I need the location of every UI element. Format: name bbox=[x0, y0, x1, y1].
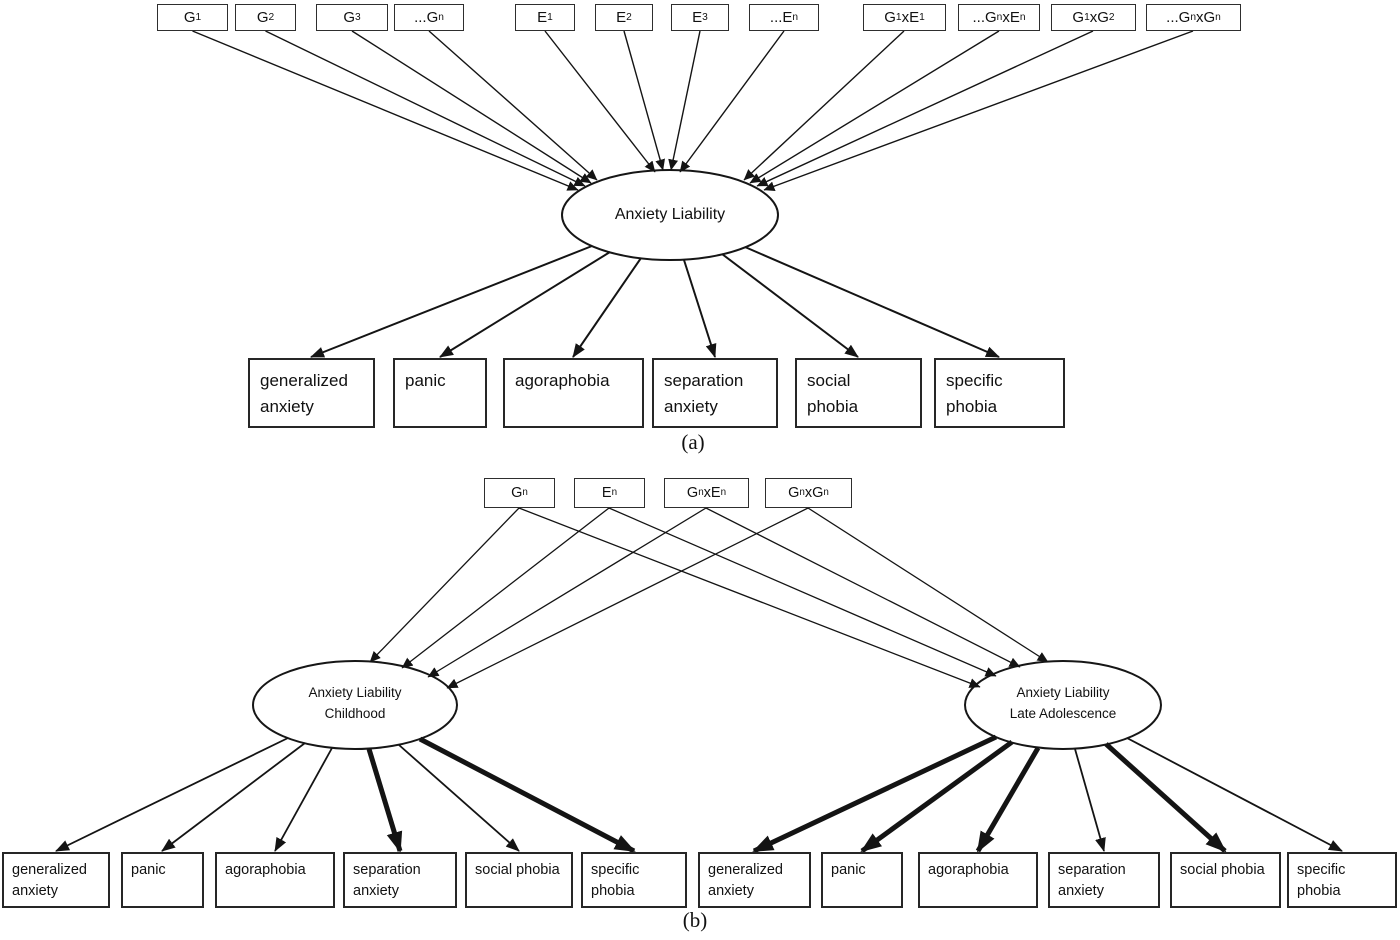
loading-a-agoraphobia bbox=[572, 257, 642, 358]
box-b-childhood-panic: panic bbox=[121, 852, 204, 908]
panel-b-childhood-loading-arrows bbox=[55, 736, 636, 854]
box-a-social-phobia: social phobia bbox=[795, 358, 922, 428]
arrow-a-g1xe1 bbox=[743, 30, 905, 181]
arrow-a-gnxen bbox=[749, 30, 1000, 184]
loading-childhood-specific-phobia bbox=[418, 736, 636, 854]
loading-late-adolescence-social-phobia bbox=[1104, 742, 1227, 853]
loading-childhood-separation-anxiety bbox=[366, 748, 403, 853]
loading-late-adolescence-generalized-anxiety bbox=[752, 734, 998, 854]
loading-childhood-social-phobia bbox=[398, 744, 520, 852]
box-b-late-specific-phobia: specific phobia bbox=[1287, 852, 1397, 908]
arrow-a-g3 bbox=[351, 30, 592, 184]
loading-a-panic bbox=[439, 251, 611, 358]
loading-late-adolescence-specific-phobia bbox=[1126, 737, 1343, 852]
arrow-a-e2 bbox=[623, 30, 665, 171]
box-b-childhood-specific-phobia: specific phobia bbox=[581, 852, 687, 908]
arrow-a-gn bbox=[428, 30, 598, 181]
arrow-a-g1 bbox=[192, 30, 579, 191]
arrow-a-en bbox=[679, 30, 785, 173]
loading-childhood-panic bbox=[161, 742, 306, 852]
arrow-b-gnxgn-childhood bbox=[446, 507, 809, 689]
arrow-b-gnxen-late-adolescence bbox=[705, 507, 1021, 668]
box-b-late-social-phobia: social phobia bbox=[1170, 852, 1281, 908]
box-a-generalized-anxiety: generalized anxiety bbox=[248, 358, 375, 428]
arrow-a-g1xg2 bbox=[756, 30, 1094, 187]
arrow-b-en-late-adolescence bbox=[608, 507, 997, 677]
arrow-b-gn-late-adolescence bbox=[518, 507, 981, 688]
loading-childhood-agoraphobia bbox=[274, 747, 333, 852]
anxiety-liability-late-adolescence-label: Anxiety Liability Late Adolescence bbox=[1009, 685, 1117, 721]
panel-a-loading-arrows bbox=[310, 245, 1000, 358]
arrow-a-gnxgn bbox=[763, 30, 1194, 192]
loading-late-adolescence-separation-anxiety bbox=[1074, 748, 1106, 852]
box-a-agoraphobia: agoraphobia bbox=[503, 358, 644, 428]
loading-a-specific-phobia bbox=[744, 246, 1000, 358]
arrow-a-e3 bbox=[668, 30, 701, 171]
box-b-late-agoraphobia: agoraphobia bbox=[918, 852, 1038, 908]
anxiety-liability-childhood-ellipse bbox=[252, 660, 458, 750]
box-b-late-generalized-anxiety: generalized anxiety bbox=[698, 852, 811, 908]
arrow-b-gnxen-childhood bbox=[427, 507, 707, 678]
loading-late-adolescence-panic bbox=[860, 739, 1014, 854]
box-b-childhood-social-phobia: social phobia bbox=[465, 852, 573, 908]
arrow-a-e1 bbox=[544, 30, 656, 173]
loading-childhood-generalized-anxiety bbox=[55, 737, 289, 852]
arrow-b-en-childhood bbox=[401, 507, 610, 669]
loading-late-adolescence-agoraphobia bbox=[975, 746, 1041, 853]
panel-b-caption: (b) bbox=[682, 908, 708, 932]
loading-a-generalized-anxiety bbox=[310, 245, 593, 358]
box-b-late-separation-anxiety: separation anxiety bbox=[1048, 852, 1160, 908]
box-a-specific-phobia: specific phobia bbox=[934, 358, 1065, 428]
box-b-childhood-separation-anxiety: separation anxiety bbox=[343, 852, 457, 908]
box-b-childhood-agoraphobia: agoraphobia bbox=[215, 852, 335, 908]
arrow-b-gn-childhood bbox=[369, 507, 520, 663]
anxiety-liability-childhood-label: Anxiety Liability Childhood bbox=[308, 685, 402, 721]
box-b-late-panic: panic bbox=[821, 852, 903, 908]
anxiety-liability-label: Anxiety Liability bbox=[614, 206, 726, 223]
box-b-childhood-generalized-anxiety: generalized anxiety bbox=[2, 852, 110, 908]
panel-a-caption: (a) bbox=[681, 430, 705, 454]
arrow-a-g2 bbox=[265, 30, 586, 187]
arrow-b-gnxgn-late-adolescence bbox=[807, 507, 1049, 663]
anxiety-liability-late-adolescence-ellipse bbox=[964, 660, 1162, 750]
loading-a-social-phobia bbox=[721, 253, 859, 358]
panel-b-late-adolescence-loading-arrows bbox=[752, 734, 1343, 854]
box-a-separation-anxiety: separation anxiety bbox=[652, 358, 778, 428]
loading-a-separation-anxiety bbox=[683, 259, 717, 358]
panel-b-predictor-arrows bbox=[369, 507, 1049, 689]
box-a-panic: panic bbox=[393, 358, 487, 428]
panel-a-predictor-arrows bbox=[192, 30, 1194, 192]
